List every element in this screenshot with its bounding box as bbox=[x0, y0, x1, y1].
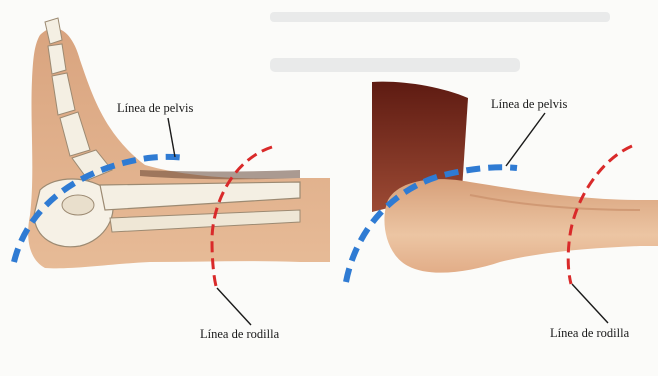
left-leg-illustration bbox=[28, 18, 330, 268]
right-rodilla-leader bbox=[572, 284, 608, 323]
left-rodilla-label: Línea de rodilla bbox=[200, 327, 279, 342]
right-pelvis-label: Línea de pelvis bbox=[491, 97, 567, 112]
left-pelvis-leader bbox=[168, 118, 175, 157]
background-text-traces bbox=[270, 12, 610, 72]
left-rodilla-leader bbox=[217, 288, 251, 325]
right-pelvis-leader bbox=[506, 113, 545, 166]
left-pelvis-label: Línea de pelvis bbox=[117, 101, 193, 116]
right-rodilla-label: Línea de rodilla bbox=[550, 326, 629, 341]
talus-bone bbox=[62, 195, 94, 215]
right-leg-skin bbox=[384, 179, 658, 273]
